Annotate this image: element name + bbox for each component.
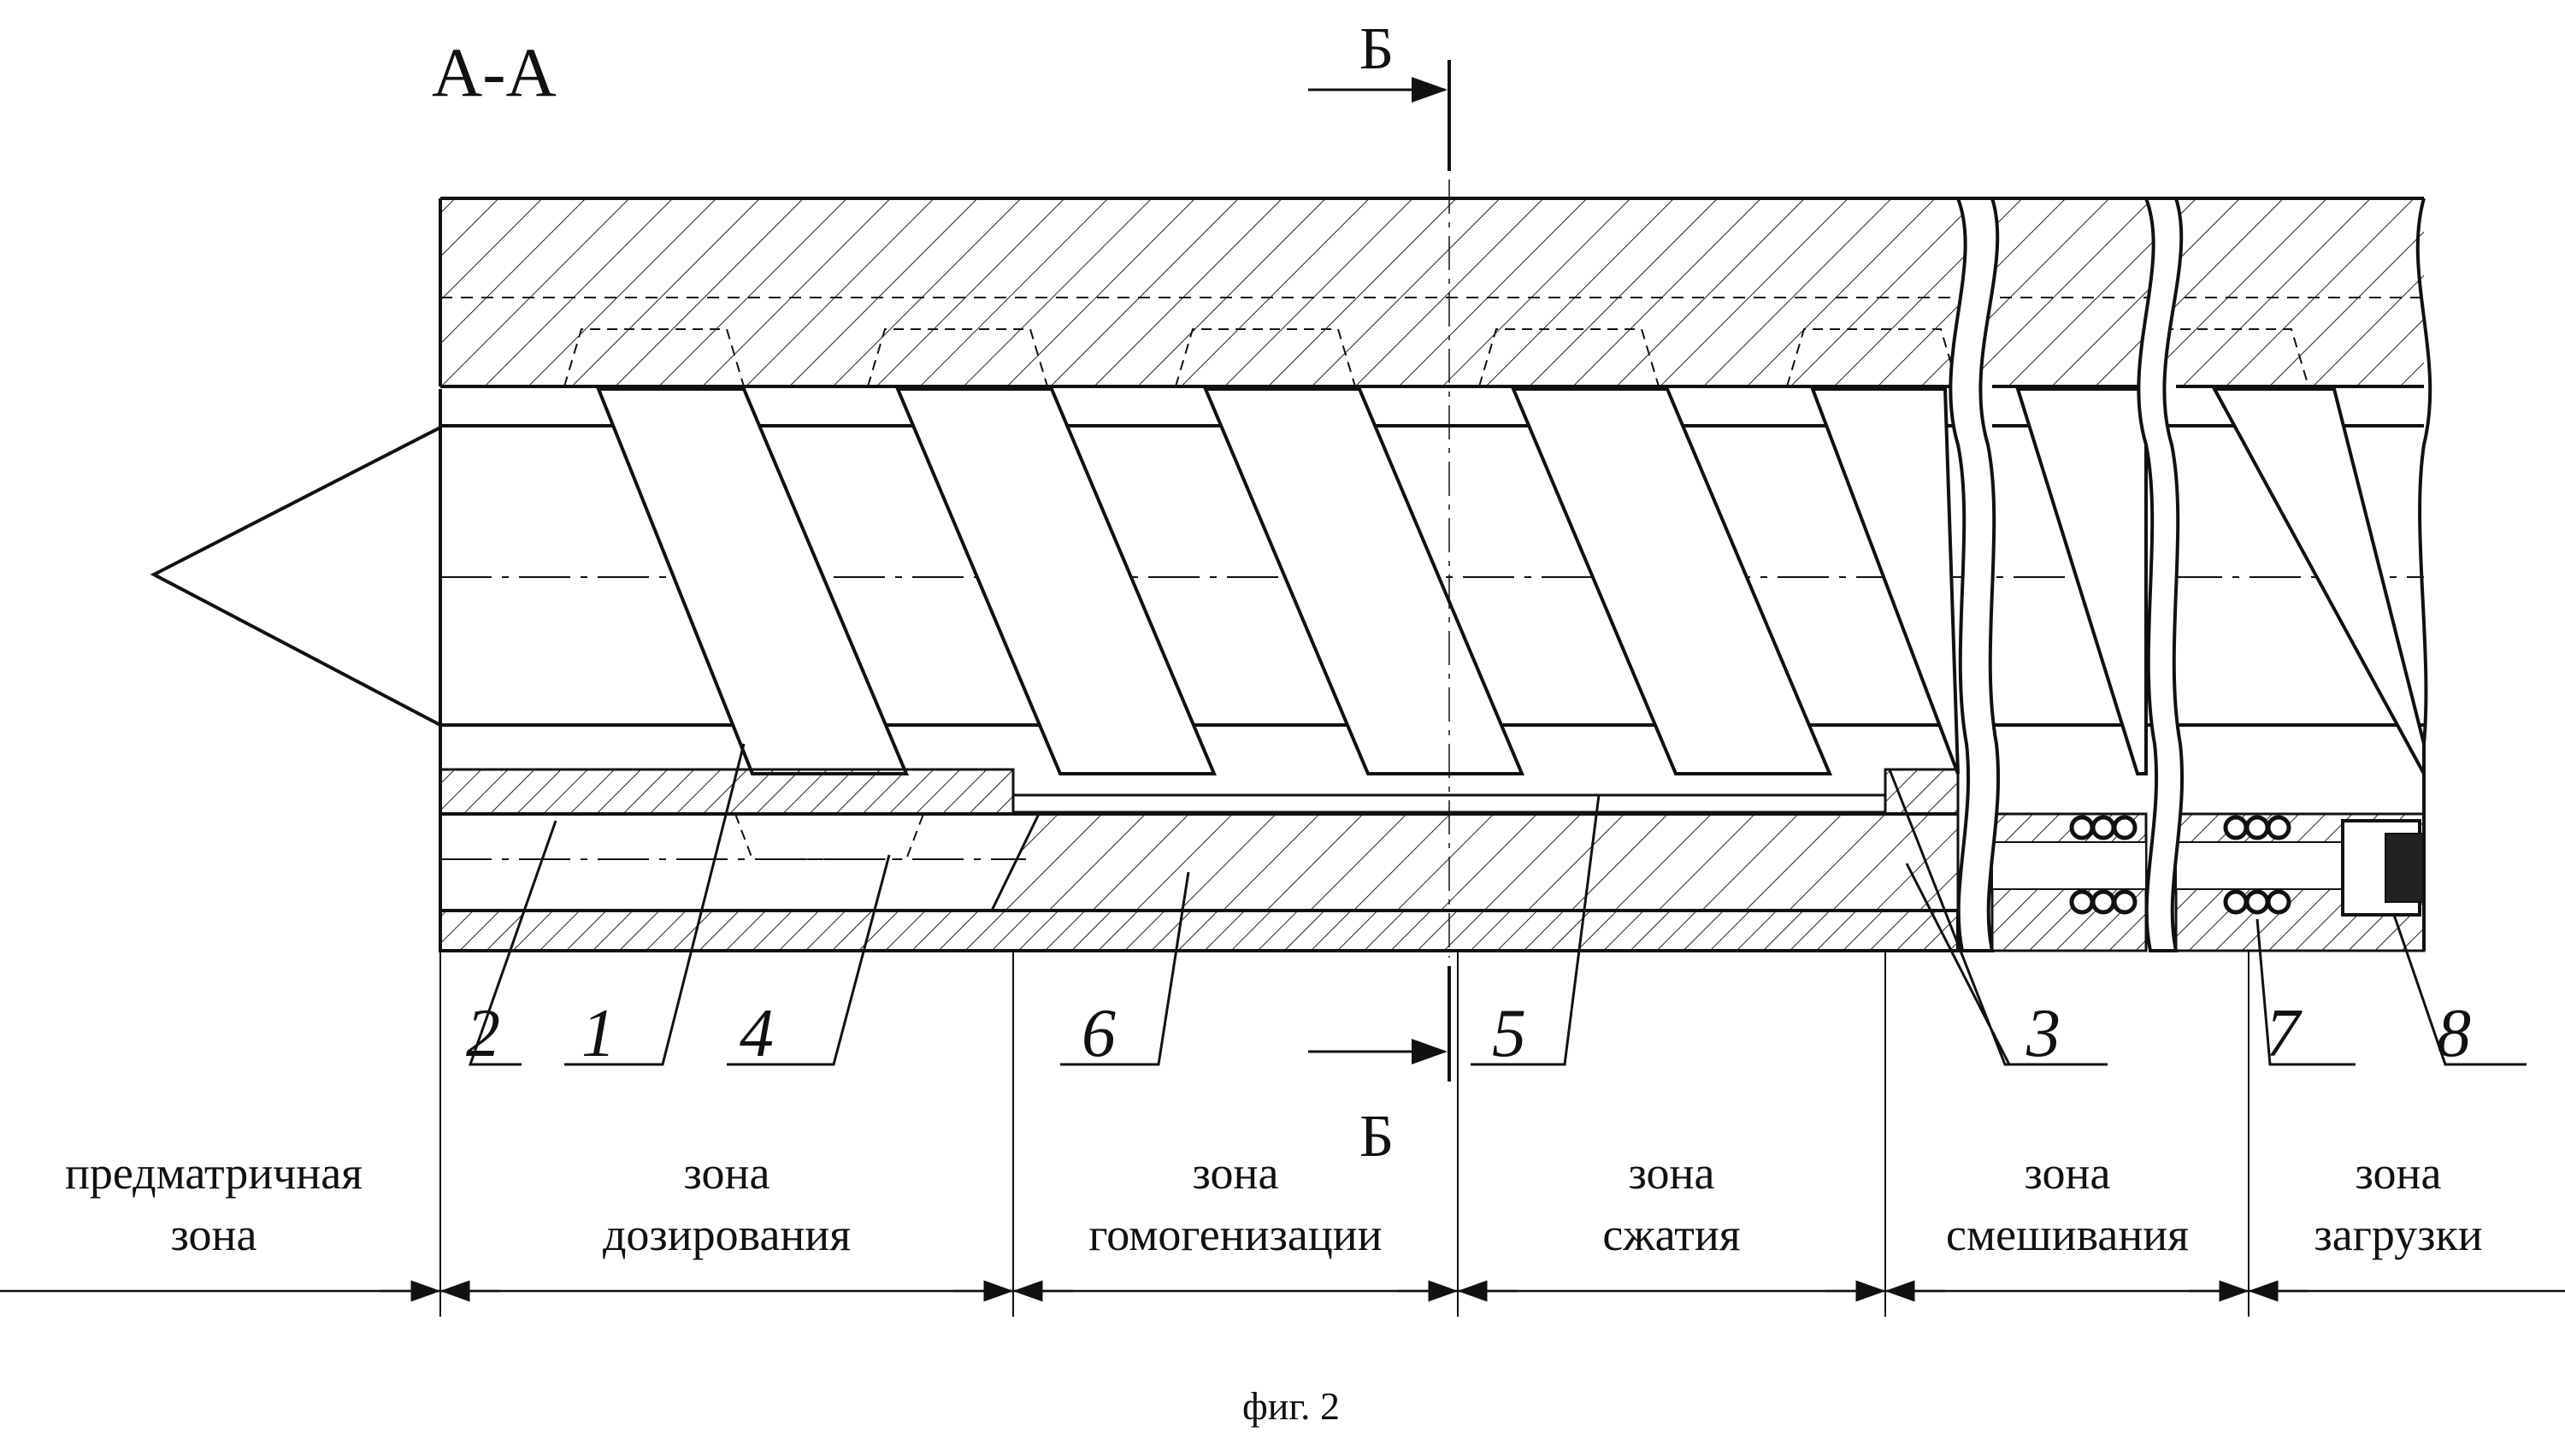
nozzle-tip — [150, 424, 442, 728]
zone-labels: предматричная зона зона дозирования зона… — [65, 1147, 2483, 1260]
zone-label: зона — [684, 1147, 770, 1199]
figure-caption: фиг. 2 — [1242, 1384, 1340, 1428]
inner-shaft — [439, 768, 1960, 952]
part-numbers: 2 1 4 6 5 3 7 8 — [466, 996, 2471, 1071]
bearing-section — [1990, 812, 2426, 952]
barrel-wall — [439, 197, 2424, 388]
flight-traces — [563, 328, 2309, 387]
zone-label: зона — [171, 1209, 257, 1260]
zone-label: загрузки — [2314, 1209, 2482, 1260]
part-number: 5 — [1492, 996, 1526, 1071]
part-number: 7 — [2266, 996, 2303, 1071]
bearing-balls — [2069, 815, 2291, 915]
zone-label: предматричная — [65, 1147, 363, 1199]
part-number: 1 — [581, 996, 616, 1071]
screw-flights — [596, 387, 2426, 775]
zone-label: зона — [1629, 1147, 1715, 1199]
cut-label-bottom: Б — [1359, 1104, 1394, 1170]
zone-label: зона — [2025, 1147, 2111, 1199]
part-number: 8 — [2437, 996, 2471, 1071]
cut-label-top: Б — [1359, 16, 1394, 82]
zone-label: зона — [1193, 1147, 1279, 1199]
part-number: 6 — [1082, 996, 1116, 1071]
zone-label: сжатия — [1602, 1209, 1740, 1260]
part-number: 3 — [2025, 996, 2061, 1071]
zone-label: зона — [2356, 1147, 2442, 1199]
part-number: 4 — [740, 996, 774, 1071]
cut-plane: Б Б — [1308, 16, 1451, 1170]
break-lines — [1949, 197, 2432, 952]
section-title: А-А — [432, 33, 557, 111]
zone-label: дозирования — [603, 1209, 851, 1260]
zone-label: смешивания — [1946, 1209, 2189, 1260]
leader-lines — [468, 743, 2527, 1066]
zone-boundaries — [439, 951, 2250, 1317]
part-number: 2 — [466, 996, 500, 1071]
zone-label: гомогенизации — [1088, 1209, 1382, 1260]
